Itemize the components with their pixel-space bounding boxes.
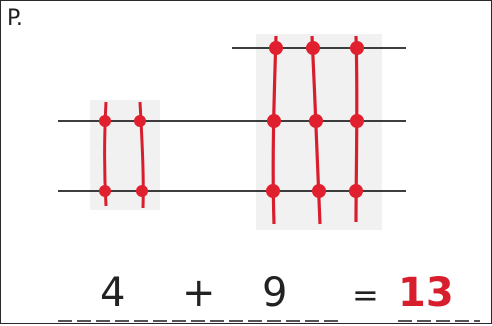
- intersection-dot: [309, 114, 323, 128]
- answer-dash-line-right: [398, 320, 480, 322]
- right-stick-1: [271, 35, 278, 225]
- intersection-dot: [99, 185, 111, 197]
- intersection-dot: [99, 115, 111, 127]
- equation-plus: +: [182, 270, 216, 316]
- intersection-dot: [267, 114, 281, 128]
- intersection-dot: [350, 41, 364, 55]
- intersection-dot: [349, 184, 363, 198]
- equation-term-1: 4: [100, 270, 126, 316]
- intersection-dot: [350, 114, 364, 128]
- answer-dash-line-left: [58, 320, 338, 322]
- equation-term-2: 9: [262, 270, 288, 316]
- right-intersections: [266, 41, 364, 198]
- intersection-dot: [306, 41, 320, 55]
- right-stick-2: [310, 35, 322, 225]
- left-intersections: [99, 115, 148, 197]
- intersection-dot: [136, 185, 148, 197]
- right-stick-3: [354, 35, 359, 223]
- intersection-dot: [312, 184, 326, 198]
- equation-answer: 13: [398, 270, 454, 316]
- left-stick-2: [138, 101, 145, 209]
- equation-equals: =: [352, 276, 379, 314]
- intersection-dot: [269, 41, 283, 55]
- intersection-dot: [266, 184, 280, 198]
- intersection-dot: [134, 115, 146, 127]
- problem-label: P.: [7, 6, 23, 31]
